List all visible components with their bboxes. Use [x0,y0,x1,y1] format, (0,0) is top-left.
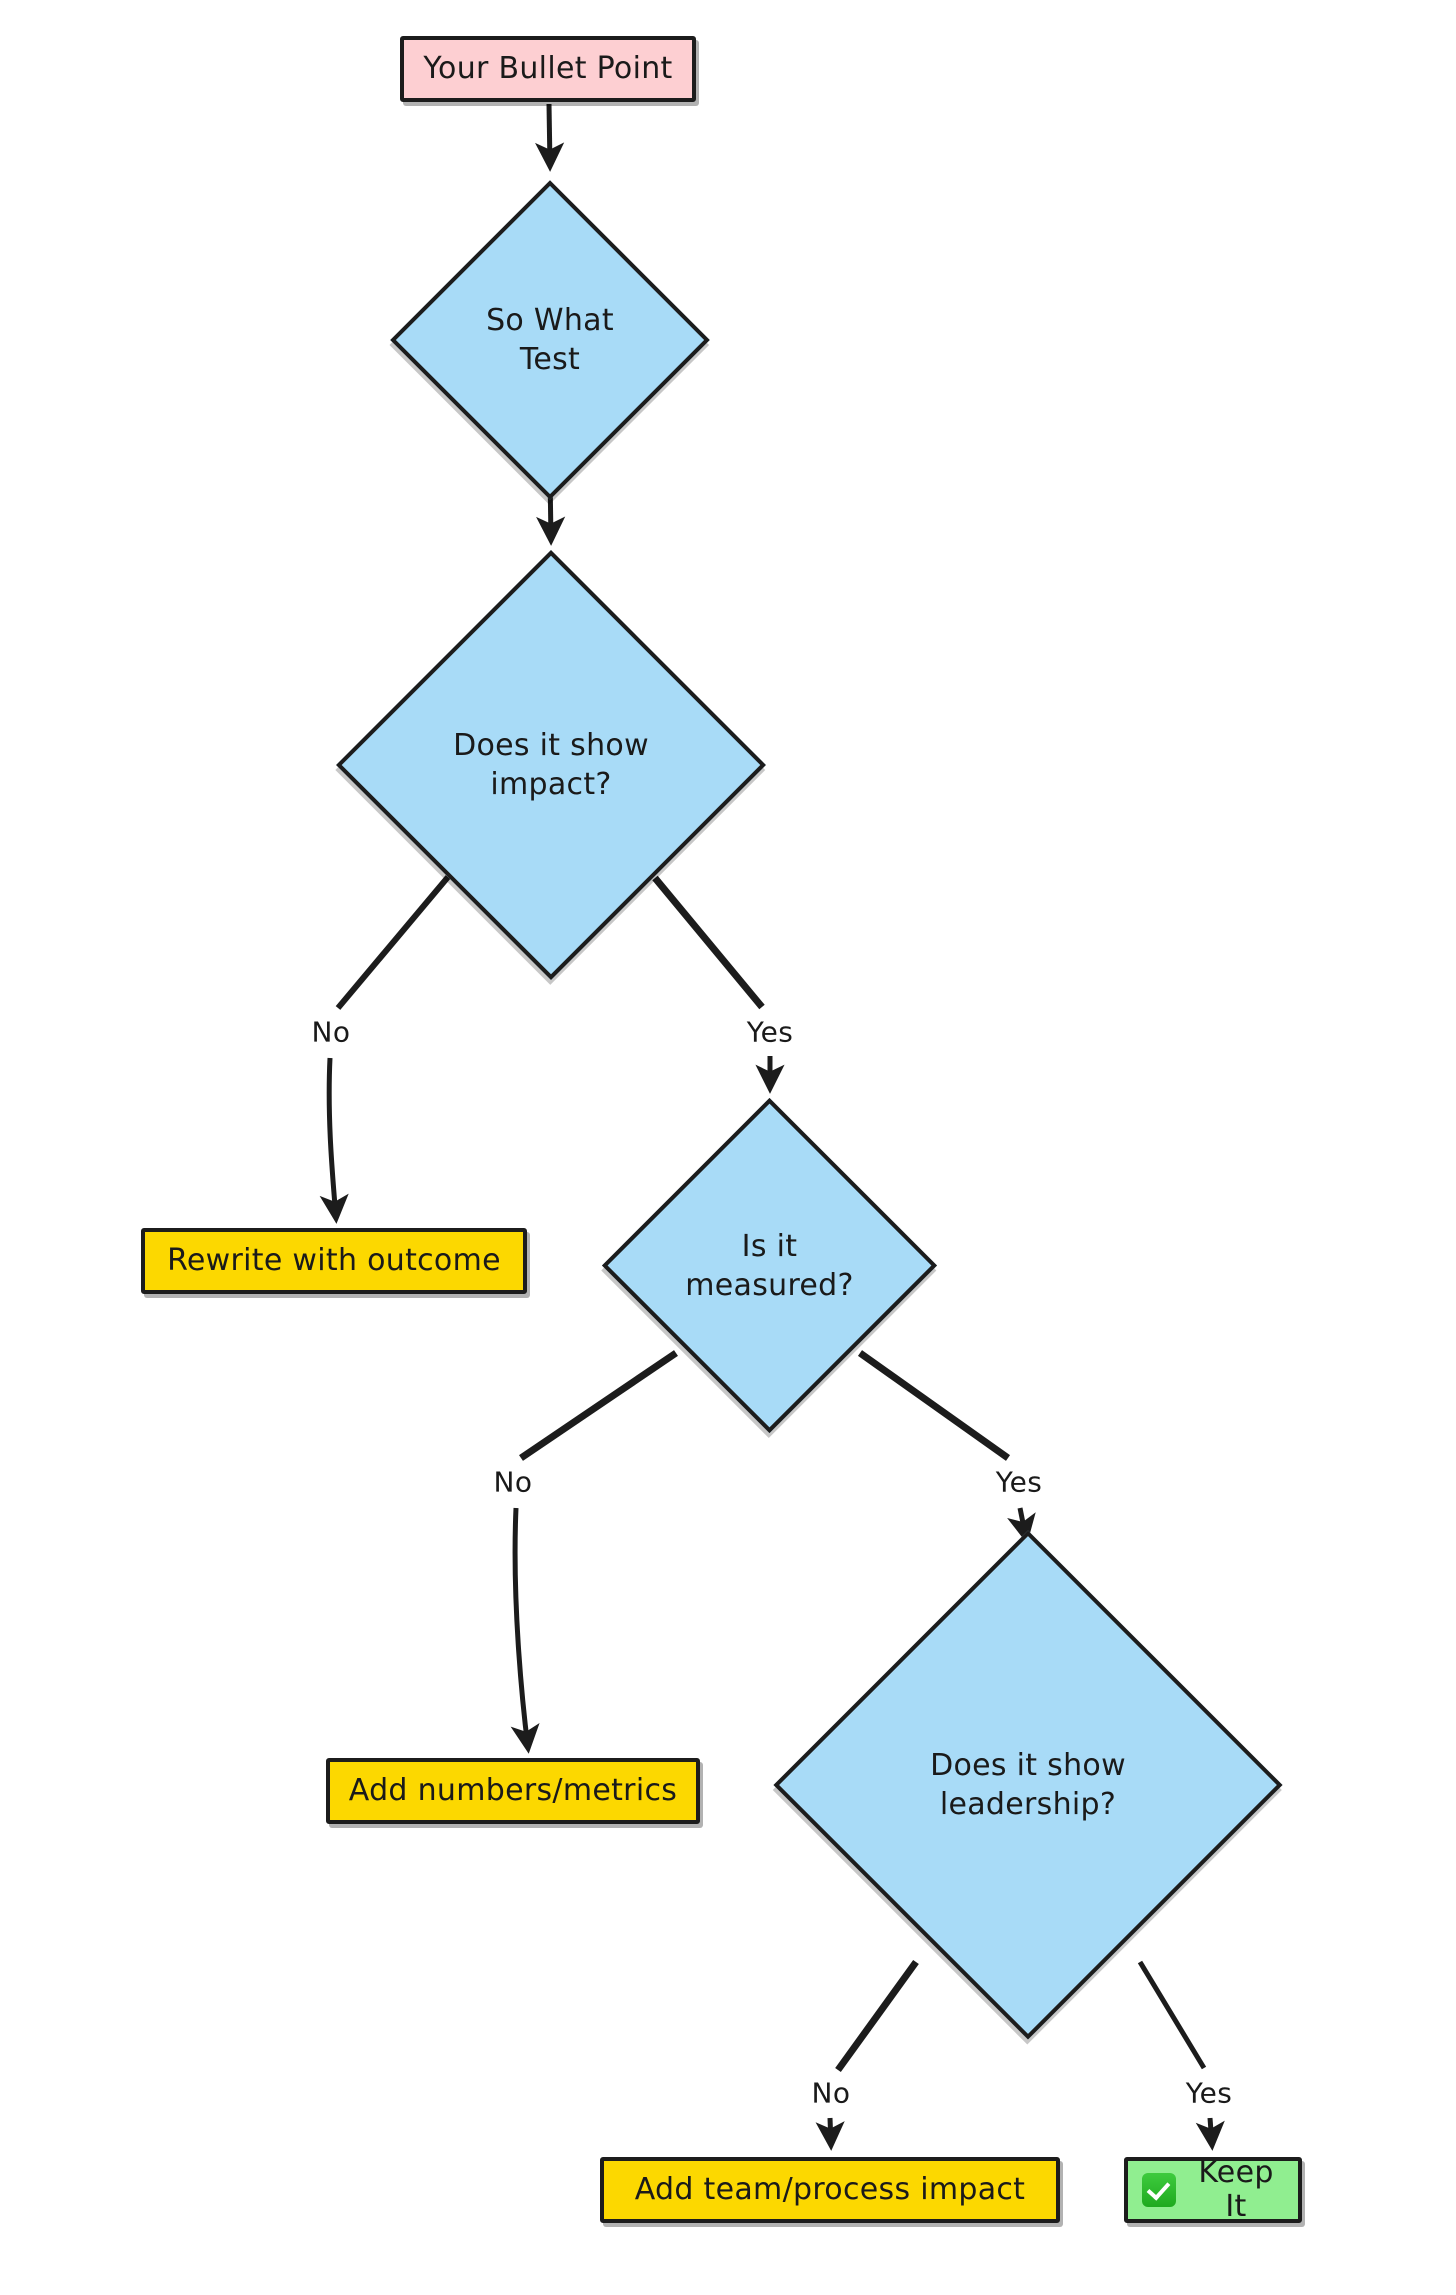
edge-label-leadership-no: No [811,2076,851,2110]
node-label-keep-it: Keep It [1198,2154,1274,2224]
edge-show-leadership-yes-tail [1195,2117,1225,2151]
node-label-add-team-process-impact: Add team/process impact [634,2171,1026,2207]
does-it-show-impact-shape [336,550,766,980]
check-mark-icon [1142,2173,1176,2207]
does-it-show-leadership-shape [773,1530,1283,2040]
is-it-measured-shape [601,1097,938,1434]
edge-show-leadership-no [835,1959,919,2073]
edge-label-measured-no: No [493,1465,533,1499]
edge-label-measured-yes: Yes [995,1465,1043,1499]
node-does-it-show-impact[interactable]: Does it show impact? [336,550,766,980]
node-label-rewrite-with-outcome: Rewrite with outcome [167,1242,501,1278]
edge-show-impact-no-tail [319,1057,349,1224]
node-your-bullet-point[interactable]: Your Bullet Point [400,36,696,102]
edge-show-leadership-no-tail [815,2117,845,2151]
edge-label-impact-no: No [311,1015,351,1049]
node-label-add-numbers-metrics: Add numbers/metrics [348,1772,678,1808]
node-rewrite-with-outcome[interactable]: Rewrite with outcome [141,1228,527,1294]
edge-is-measured-no-tail [510,1507,540,1754]
node-so-what-test[interactable]: So What Test [390,180,710,500]
node-add-numbers-metrics[interactable]: Add numbers/metrics [326,1758,700,1824]
node-does-it-show-leadership[interactable]: Does it show leadership? [773,1530,1283,2040]
so-what-test-shape [390,180,710,500]
node-is-it-measured[interactable]: Is it measured? [601,1097,938,1434]
edge-start-to-so-what-test [535,103,565,172]
node-keep-it[interactable]: Keep It [1124,2154,1302,2224]
edge-show-leadership-yes [1137,1960,1207,2070]
node-label-your-bullet-point: Your Bullet Point [423,50,673,86]
edge-label-leadership-yes: Yes [1185,2076,1233,2110]
node-add-team-process-impact[interactable]: Add team/process impact [600,2157,1060,2223]
edge-label-impact-yes: Yes [746,1015,794,1049]
